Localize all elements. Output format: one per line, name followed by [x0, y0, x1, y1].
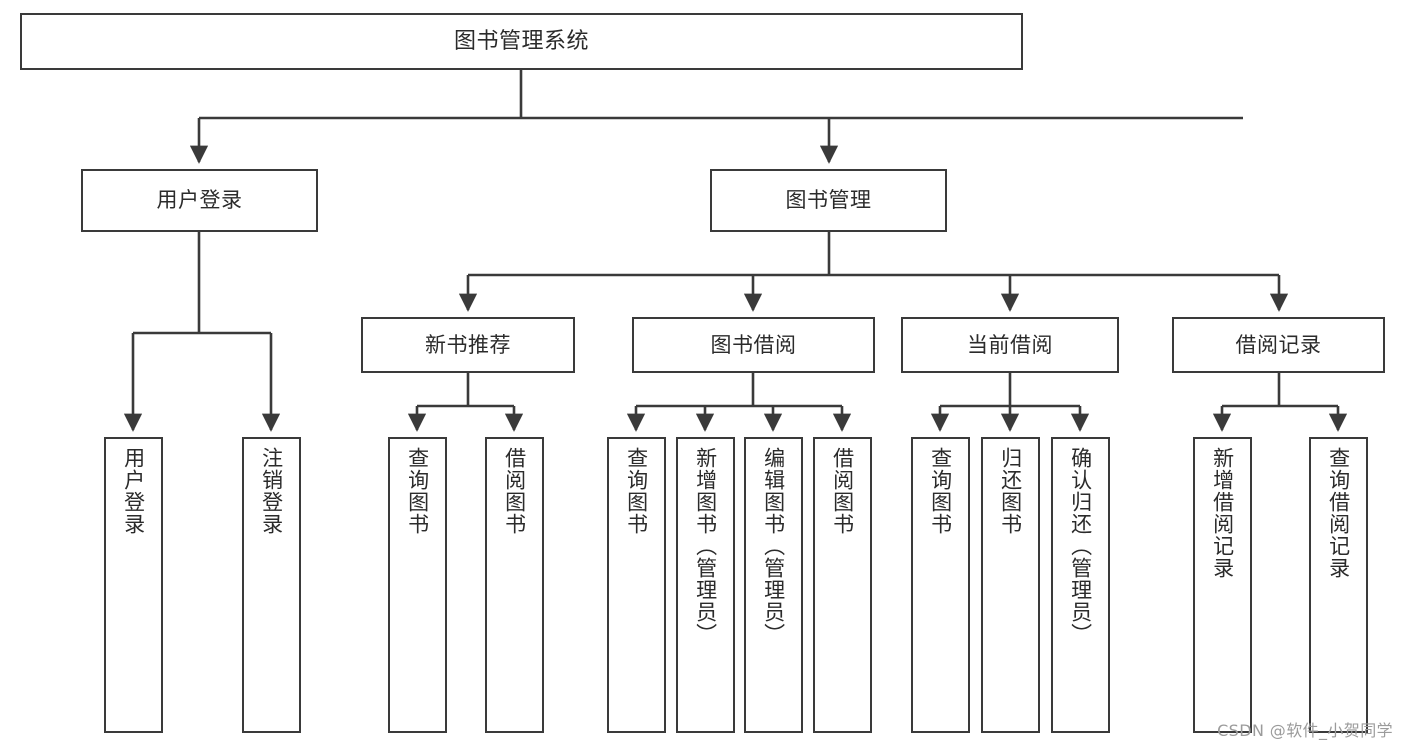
node-label: 借阅图书: [830, 447, 855, 535]
node-label: 新增借阅记录: [1210, 447, 1235, 579]
node-label: 编辑图书（管理员）: [761, 447, 786, 645]
leaf-borrow-record-add[interactable]: 新增借阅记录: [1193, 437, 1252, 733]
node-label: 用户登录: [156, 188, 243, 213]
node-root-system[interactable]: 图书管理系统: [20, 13, 1023, 70]
node-label: 图书管理: [785, 188, 872, 213]
node-label: 图书管理系统: [453, 28, 589, 54]
node-user-login[interactable]: 用户登录: [81, 169, 318, 232]
node-book-management[interactable]: 图书管理: [710, 169, 947, 232]
node-label: 当前借阅: [967, 332, 1053, 357]
leaf-current-borrow-return[interactable]: 归还图书: [981, 437, 1040, 733]
node-label: 注销登录: [259, 447, 284, 535]
node-label: 确认归还（管理员）: [1068, 447, 1093, 645]
leaf-book-borrow-query[interactable]: 查询图书: [607, 437, 666, 733]
node-label: 查询图书: [405, 447, 430, 535]
leaf-new-book-borrow[interactable]: 借阅图书: [485, 437, 544, 733]
leaf-borrow-record-query[interactable]: 查询借阅记录: [1309, 437, 1368, 733]
node-borrow-record[interactable]: 借阅记录: [1172, 317, 1385, 373]
node-book-borrow[interactable]: 图书借阅: [632, 317, 875, 373]
leaf-book-borrow-edit[interactable]: 编辑图书（管理员）: [744, 437, 803, 733]
node-new-book-recommend[interactable]: 新书推荐: [361, 317, 575, 373]
node-label: 查询借阅记录: [1326, 447, 1351, 579]
leaf-new-book-query[interactable]: 查询图书: [388, 437, 447, 733]
node-label: 图书借阅: [710, 332, 797, 357]
node-label: 新增图书（管理员）: [693, 447, 718, 645]
leaf-current-borrow-confirm-return[interactable]: 确认归还（管理员）: [1051, 437, 1110, 733]
node-label: 新书推荐: [425, 332, 511, 357]
node-label: 归还图书: [998, 447, 1023, 535]
node-label: 用户登录: [121, 447, 146, 535]
leaf-current-borrow-query[interactable]: 查询图书: [911, 437, 970, 733]
node-label: 查询图书: [624, 447, 649, 535]
leaf-book-borrow-add[interactable]: 新增图书（管理员）: [676, 437, 735, 733]
node-label: 借阅记录: [1235, 332, 1322, 357]
leaf-book-borrow-borrow[interactable]: 借阅图书: [813, 437, 872, 733]
node-current-borrow[interactable]: 当前借阅: [901, 317, 1119, 373]
node-label: 借阅图书: [502, 447, 527, 535]
watermark: CSDN @软件_小贺同学: [1217, 721, 1393, 740]
leaf-user-login-logout[interactable]: 注销登录: [242, 437, 301, 733]
node-label: 查询图书: [928, 447, 953, 535]
leaf-user-login-login[interactable]: 用户登录: [104, 437, 163, 733]
